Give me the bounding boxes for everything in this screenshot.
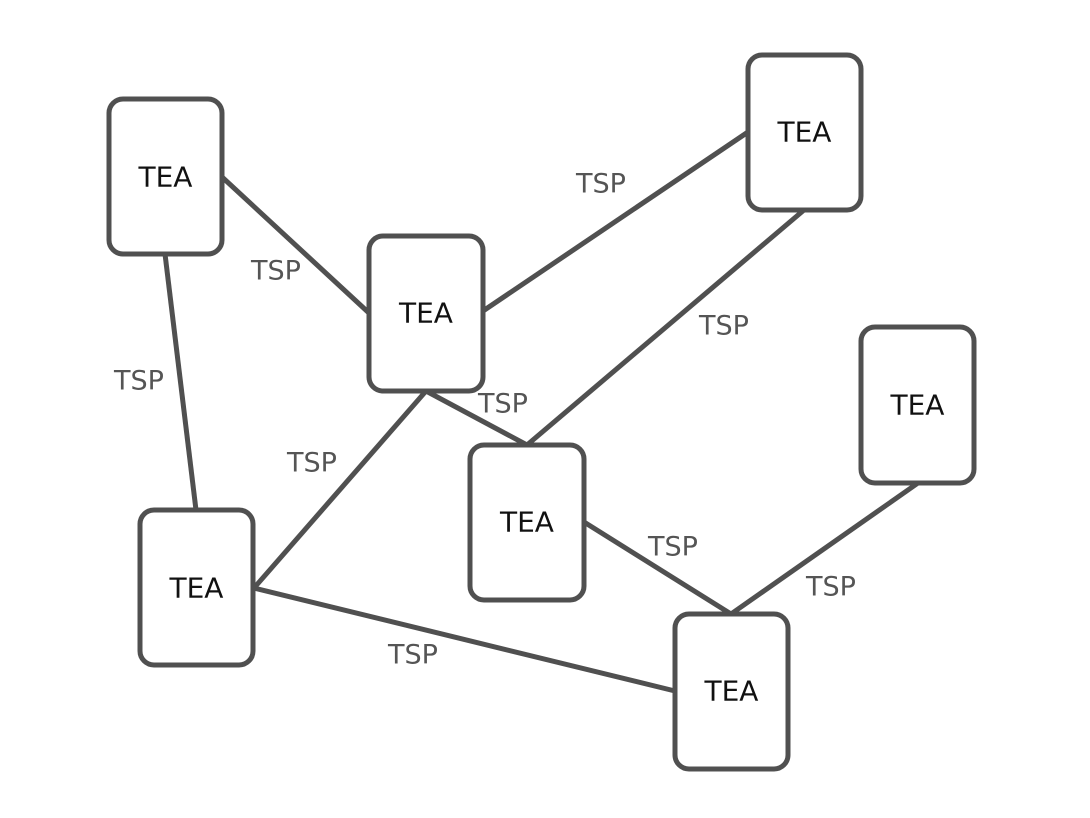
edge-line-n2-n5 [525, 208, 806, 447]
edge-line-n3-n5 [424, 388, 529, 448]
edge-line-n1-n7 [162, 253, 199, 511]
edge-label-n1-n3: TSP [250, 256, 301, 287]
tea-node-1-box [106, 96, 225, 257]
nodes: TEA TEA TEA TEA TEA TEA TEA [106, 52, 977, 772]
tea-node-7-label: TEA [169, 572, 224, 605]
tea-node-5-box [467, 442, 587, 603]
edge-label-n3-n2: TSP [575, 169, 626, 200]
tea-node-2-box [745, 52, 864, 213]
edge-line-n4-n8 [729, 480, 920, 617]
edge-labels: TSP TSP TSP TSP TSP TSP TSP TSP TSP [113, 169, 856, 671]
tea-node-3-label: TEA [398, 297, 453, 330]
edge-label-n3-n7: TSP [286, 448, 337, 479]
tea-node-2-label: TEA [777, 116, 832, 149]
tea-node-4-box [858, 324, 977, 486]
tea-node-5[interactable]: TEA [467, 442, 587, 603]
edge-label-n1-n7: TSP [113, 366, 164, 397]
tea-node-1-label: TEA [138, 161, 193, 194]
tea-node-8-label: TEA [704, 675, 759, 708]
tea-node-3-box [366, 233, 486, 394]
edge-line-n3-n7 [252, 389, 428, 590]
tea-node-3[interactable]: TEA [366, 233, 486, 394]
tea-node-1[interactable]: TEA [106, 96, 225, 257]
edge-label-n2-n5: TSP [698, 311, 749, 342]
edge-label-n7-n8: TSP [387, 640, 438, 671]
tea-node-8-box [672, 611, 791, 772]
edge-line-n5-n8 [582, 519, 733, 617]
tea-node-7-box [137, 507, 256, 668]
tea-node-7[interactable]: TEA [137, 507, 256, 668]
edge-line-n3-n2 [481, 129, 750, 314]
tea-node-4-label: TEA [890, 389, 945, 422]
tea-node-5-label: TEA [499, 506, 554, 539]
edge-line-n7-n8 [253, 585, 676, 694]
tea-node-4[interactable]: TEA [858, 324, 977, 486]
tea-node-2[interactable]: TEA [745, 52, 864, 213]
edge-label-n3-n5: TSP [477, 389, 528, 420]
edge-label-n5-n8: TSP [647, 532, 698, 563]
edges [162, 129, 920, 694]
edge-label-n4-n8: TSP [805, 572, 856, 603]
tea-node-8[interactable]: TEA [672, 611, 791, 772]
edge-line-n1-n3 [220, 175, 371, 315]
